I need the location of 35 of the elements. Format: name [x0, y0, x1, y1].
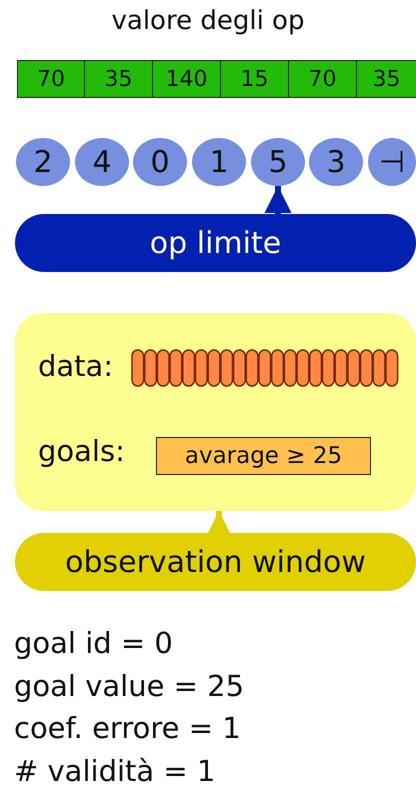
node-circle — [368, 138, 416, 186]
goal-box — [156, 437, 371, 475]
node-label: 0 — [150, 144, 170, 180]
node-label: 2 — [33, 144, 53, 180]
node-circle — [251, 138, 305, 186]
label-pill — [15, 533, 416, 591]
node-label: ⊣ — [378, 144, 406, 180]
node-label: 4 — [92, 144, 112, 180]
node-circle — [309, 138, 363, 186]
node-label: op limite — [150, 226, 282, 260]
table-cell: 140 — [153, 60, 221, 98]
goal-info-text: goal value = 25 — [14, 668, 244, 702]
node-label: 1 — [209, 144, 229, 180]
table-cell: 70 — [17, 60, 85, 98]
node-circle — [133, 138, 187, 186]
table-cell: 15 — [221, 60, 289, 98]
goal-info-text: # validità = 1 — [14, 754, 216, 787]
field-label: data: — [38, 349, 114, 383]
node-label: avarage ≥ 25 — [184, 443, 342, 469]
node-label: 5 — [268, 144, 288, 180]
label-pill — [15, 214, 416, 272]
table-cell: 70 — [289, 60, 357, 98]
arrow — [264, 186, 292, 214]
field-label: goals: — [38, 434, 125, 468]
goal-info-text: coef. errore = 1 — [14, 711, 241, 745]
node-circle — [16, 138, 70, 186]
observation-panel — [15, 313, 416, 511]
node-label: 3 — [326, 144, 346, 180]
node-circle — [75, 138, 129, 186]
title: valore degli op — [110, 6, 306, 38]
node-circle — [192, 138, 246, 186]
table-cell: 35 — [85, 60, 153, 98]
table-cell: 35 — [357, 60, 416, 98]
goal-info-text: goal id = 0 — [14, 626, 173, 660]
node-label: observation window — [65, 544, 366, 580]
